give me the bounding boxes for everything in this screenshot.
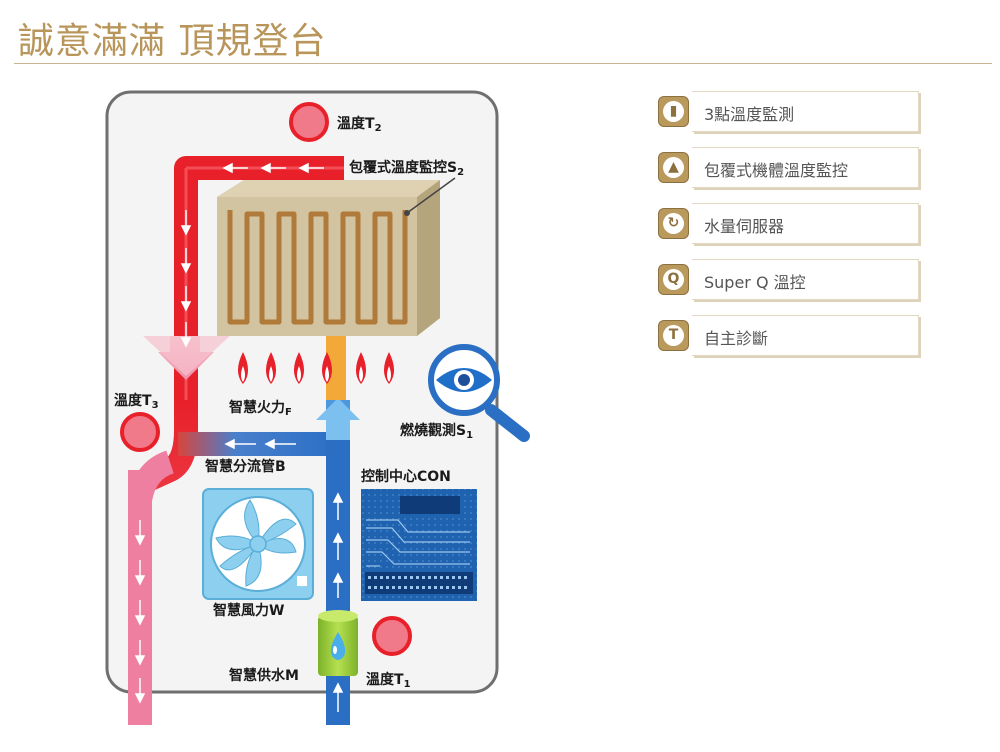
feature-label: 3點溫度監測	[704, 105, 795, 124]
thermometer-icon: ▮	[658, 96, 689, 127]
feature-label: 水量伺服器	[704, 217, 785, 236]
flow-arrows-top	[222, 162, 324, 174]
upflow-arrow	[316, 398, 360, 440]
feature-item-temp-monitor: ▮ 3點溫度監測	[654, 91, 919, 132]
flow-arrows-bypass	[224, 438, 296, 450]
feature-item-wrap-monitor: ▲ 包覆式機體溫度監控	[654, 147, 919, 188]
flow-arrows-left	[134, 210, 192, 704]
label-temp-t1: 溫度T1	[366, 671, 411, 690]
label-smart-water: 智慧供水M	[228, 667, 299, 684]
wrap-monitor-pointer	[406, 177, 456, 214]
control-board-icon	[361, 489, 477, 601]
label-smart-fire: 智慧火力F	[228, 399, 292, 418]
hammer-icon: T	[658, 320, 689, 351]
flame-icon: ▲	[658, 152, 689, 183]
bypass-pipe	[178, 432, 340, 456]
label-smart-fan: 智慧風力W	[212, 602, 284, 619]
q-icon: Q	[658, 264, 689, 295]
temp-sensor-t3	[120, 412, 160, 452]
flow-arrows-up	[332, 492, 344, 712]
feature-item-water-servo: ↻ 水量伺服器	[654, 203, 919, 244]
temp-sensor-t2	[289, 102, 329, 142]
label-wrap-monitor: 包覆式溫度監控S2	[349, 159, 464, 178]
feature-label: 自主診斷	[704, 329, 769, 348]
label-control-center: 控制中心CON	[361, 468, 451, 485]
burner-flames	[238, 352, 394, 384]
label-temp-t3: 溫度T3	[114, 392, 159, 411]
fan-icon	[202, 488, 314, 600]
feature-item-self-diagnosis: T 自主診斷	[654, 315, 919, 356]
label-combustion: 燃燒觀測S1	[400, 422, 473, 441]
heat-exchanger	[217, 180, 440, 336]
feature-label: Super Q 溫控	[704, 273, 806, 292]
label-temp-t2: 溫度T2	[337, 115, 382, 134]
feature-label: 包覆式機體溫度監控	[704, 161, 849, 180]
feature-item-super-q: Q Super Q 溫控	[654, 259, 919, 300]
page-title: 誠意滿滿 頂規登台	[18, 21, 327, 62]
title-divider	[14, 63, 992, 64]
combustion-sensor-icon	[428, 344, 530, 442]
water-supply-icon	[318, 610, 358, 676]
rotate-arrow-icon: ↻	[658, 208, 689, 239]
heat-column	[326, 336, 346, 400]
temp-sensor-t1	[372, 616, 412, 656]
label-smart-bypass: 智慧分流管B	[204, 458, 286, 475]
